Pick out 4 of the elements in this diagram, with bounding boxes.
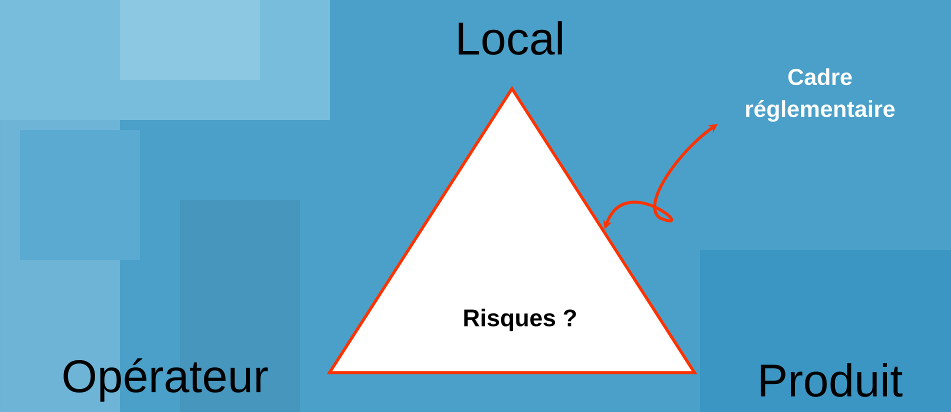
risk-label: Risques ? (464, 308, 576, 332)
corner-label: Opérateur (64, 358, 268, 402)
framework-label: Cadre réglementaire (746, 68, 895, 122)
corner-label: Produit (760, 363, 902, 397)
